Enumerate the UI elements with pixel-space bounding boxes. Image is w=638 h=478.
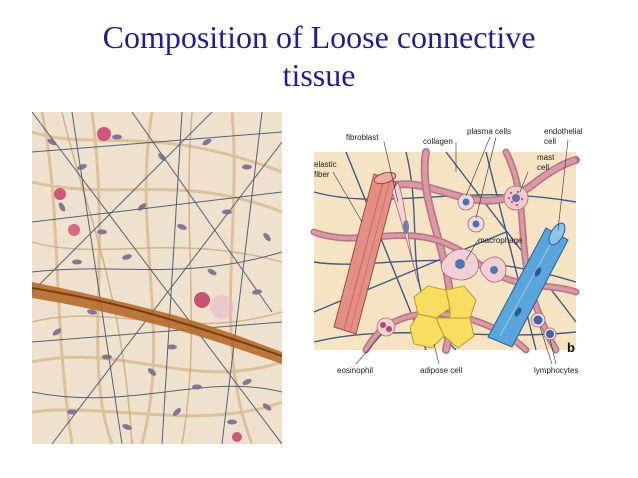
label-elastic-line-1: elastic xyxy=(314,160,337,169)
label-collagen: collagen xyxy=(423,137,453,146)
connective-tissue-diagram xyxy=(306,122,606,384)
label-lymphocytes: lymphocytes xyxy=(534,366,579,375)
fibroblast-cell xyxy=(391,181,419,283)
mast-cell xyxy=(503,185,529,211)
label-eosinophil: eosinophil xyxy=(337,366,374,375)
label-macrophage: macrophage xyxy=(478,236,523,245)
eosinophil-cell xyxy=(376,317,396,337)
label-mast-line-1: mast xyxy=(537,153,555,162)
lymphocyte-cells xyxy=(530,312,557,341)
elastic-fiber-bundle xyxy=(333,171,397,335)
macrophage-cells xyxy=(440,248,507,283)
slide-title-line-2: tissue xyxy=(282,57,356,93)
tissue-micrograph xyxy=(32,112,282,444)
plasma-cells xyxy=(457,193,485,233)
label-elastic-line-2: fiber xyxy=(314,170,330,179)
micrograph-image xyxy=(32,112,282,444)
label-endothelial-line-1: endothelial xyxy=(544,127,583,136)
panel-letter: b xyxy=(567,340,575,355)
label-adipose-cell: adipose cell xyxy=(420,366,463,375)
label-leader-lines xyxy=(332,136,569,365)
adipose-cells xyxy=(409,285,477,349)
diagram-illustration xyxy=(310,136,580,365)
label-endothelial-line-2: cell xyxy=(544,137,557,146)
slide-title: Composition of Loose connective tissue xyxy=(0,18,638,94)
label-fibroblast: fibroblast xyxy=(346,133,379,142)
endothelial-capillary xyxy=(487,222,569,348)
label-plasma-cells: plasma cells xyxy=(467,127,512,136)
slide-title-line-1: Composition of Loose connective xyxy=(102,19,536,55)
label-mast-line-2: cell xyxy=(537,163,550,172)
